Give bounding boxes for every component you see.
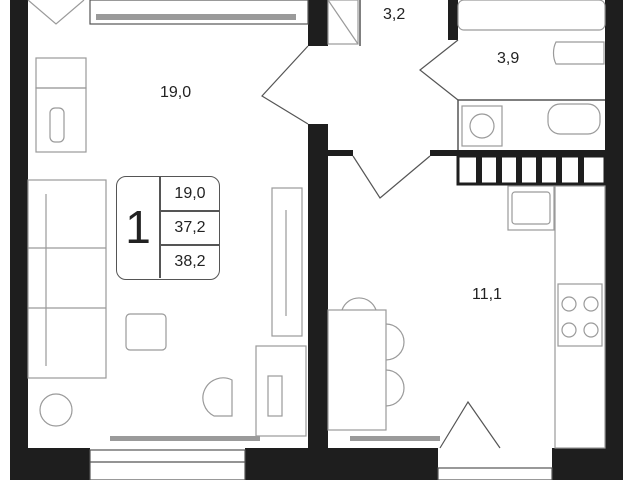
doors bbox=[261, 39, 501, 449]
furniture bbox=[27, 0, 606, 449]
apartment-summary-badge: 1 19,0 37,2 38,2 bbox=[116, 176, 220, 280]
hallway-area-label: 3,2 bbox=[383, 6, 406, 23]
vent-shaft bbox=[456, 154, 607, 186]
living-area-value: 19,0 bbox=[174, 185, 206, 202]
walls bbox=[10, 0, 623, 480]
total-area-value: 37,2 bbox=[174, 219, 206, 236]
living-room-area-label: 19,0 bbox=[160, 84, 192, 101]
badge-divider bbox=[161, 244, 219, 246]
radiators bbox=[96, 14, 440, 441]
total-area-with-balcony-value: 38,2 bbox=[174, 253, 206, 270]
badge-divider bbox=[159, 177, 161, 278]
bathroom-area-label: 3,9 bbox=[497, 50, 520, 67]
kitchen-area-label: 11,1 bbox=[472, 286, 502, 303]
badge-divider bbox=[161, 210, 219, 212]
room-count: 1 bbox=[125, 201, 151, 253]
partitions bbox=[359, 0, 605, 150]
